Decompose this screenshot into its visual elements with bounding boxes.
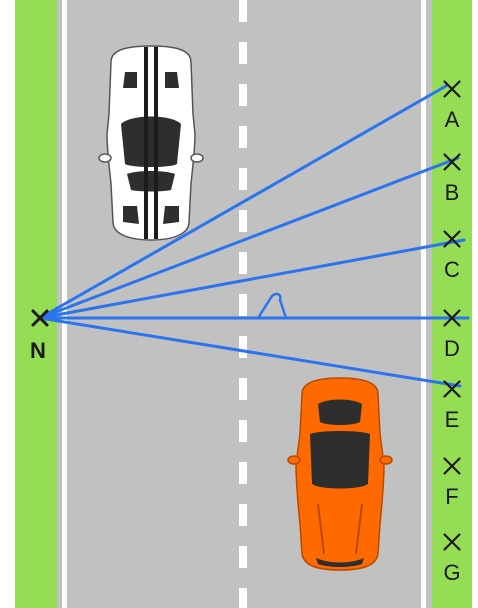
cross-marker-icon (443, 457, 461, 475)
point-d: D (443, 309, 461, 361)
point-label: G (443, 560, 460, 585)
white-car-rear-window (127, 171, 175, 192)
cross-marker-icon (443, 230, 461, 248)
cross-marker-icon (443, 153, 461, 171)
point-a: A (443, 80, 461, 132)
white-car-mirror-right (190, 153, 204, 163)
white-car-stripe-left (144, 47, 148, 239)
orange-car-rear-window (318, 399, 362, 425)
white-race-car (98, 45, 204, 241)
white-car-hood-vent-right (165, 72, 179, 88)
cross-marker-icon (443, 309, 461, 327)
cross-marker-icon (443, 80, 461, 98)
point-markers: A B C D E F G (443, 80, 461, 585)
orange-car-hood-crease-right (355, 503, 363, 555)
sight-line-e (38, 316, 462, 388)
white-car-windshield (121, 116, 181, 167)
observer-point: N (30, 309, 49, 363)
cross-marker-icon (443, 380, 461, 398)
point-label: F (445, 484, 458, 509)
point-f: F (443, 457, 461, 509)
point-e: E (443, 380, 461, 432)
point-c: C (443, 230, 461, 282)
angle-mark (256, 292, 288, 319)
white-car-rear-vent-left (123, 206, 139, 224)
orange-car-windshield (310, 431, 370, 489)
point-label: D (444, 336, 460, 361)
point-label: A (445, 107, 460, 132)
sight-lines (38, 84, 470, 388)
cross-marker-icon (31, 309, 49, 327)
white-car-hood-vent-left (123, 72, 137, 88)
point-b: B (443, 153, 461, 205)
point-label: C (444, 257, 460, 282)
right-grass-verge (432, 0, 472, 608)
point-label: B (445, 180, 460, 205)
observer-label: N (30, 338, 46, 363)
orange-sports-car (287, 377, 393, 571)
sight-line-b (38, 156, 460, 320)
white-car-rear-vent-right (163, 206, 179, 224)
point-label: E (445, 407, 460, 432)
orange-car-mirror-right (379, 455, 393, 465)
orange-car-mirror-left (287, 455, 301, 465)
cross-marker-icon (443, 533, 461, 551)
sight-line-a (38, 84, 448, 320)
left-grass-verge (15, 0, 57, 608)
orange-car-hood-crease-left (317, 503, 325, 555)
white-car-stripe-right (154, 47, 158, 239)
orange-car-front-intake (316, 558, 364, 567)
sight-line-c (38, 238, 466, 320)
white-car-mirror-left (98, 153, 112, 163)
point-g: G (443, 533, 461, 585)
road-edge-line-right (421, 0, 426, 608)
